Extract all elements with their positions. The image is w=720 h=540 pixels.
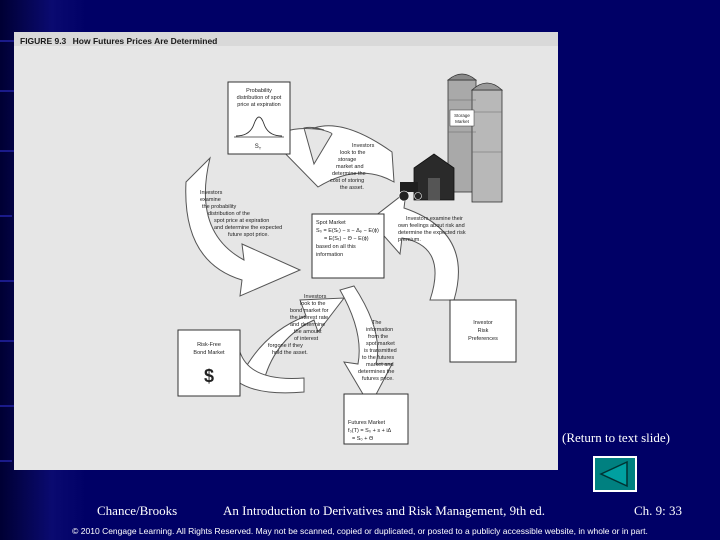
bond-text-8: forgone if they (268, 343, 303, 349)
transmitted-text-2: information (366, 327, 393, 333)
figure-title: FIGURE 9.3 How Futures Prices Are Determ… (20, 36, 217, 46)
strip-line (0, 460, 12, 462)
examine-text-6: and determine the expected (214, 225, 282, 231)
storage-text-4: market and (336, 164, 364, 170)
silo-left-dome (446, 73, 478, 81)
return-to-text-link[interactable]: (Return to text slide) (562, 430, 670, 445)
strip-line (0, 150, 22, 152)
probability-line-3: price at expiration (237, 102, 280, 108)
investor-risk-box (449, 299, 517, 363)
spot-market-title: Spot Market (316, 220, 346, 226)
strip-line (0, 40, 20, 42)
storage-text-5: determine the (332, 171, 366, 177)
transmitted-text-8: determines the (358, 369, 394, 375)
probability-axis-label: ST (255, 144, 262, 151)
examine-text-2: examine (200, 197, 221, 203)
bond-text-2: look to the (300, 301, 325, 307)
transmitted-text-7: market and (366, 362, 394, 368)
footer-chapter: Ch. 9: 33 (634, 503, 683, 518)
spot-market-box (311, 213, 385, 279)
dollar-sign-icon: $ (204, 366, 214, 386)
futures-market-title: Futures Market (348, 420, 385, 426)
strip-line (0, 405, 20, 407)
storage-label-box (449, 109, 475, 127)
storage-label-line-1: Storage (454, 113, 470, 118)
probability-box (227, 81, 291, 155)
left-triangle-icon (599, 460, 628, 488)
bond-text-9: hold the asset. (272, 350, 308, 356)
transmitted-text-6: to the futures (362, 355, 394, 361)
risk-text-3: determine the expected risk (398, 230, 466, 236)
storage-text-1: Investors (352, 143, 375, 149)
risk-free-bond-box (177, 329, 241, 397)
spot-market-line-4: based on all this (316, 244, 356, 250)
futures-market-eq-2: = S₀ + Θ (352, 436, 374, 442)
silo-right-dome (470, 82, 504, 91)
probability-line-1: Probability (246, 88, 272, 94)
storage-arrow (273, 125, 395, 188)
spot-market-eq-1: S₀ = E(Sₜ) − s − Δₚ − E(ϕ) (316, 228, 379, 234)
risk-text-4: premium. (398, 237, 421, 243)
futures-market-eq-1: f₀(T) = S₀ + s + iΔ (348, 428, 392, 434)
risk-arrow (369, 190, 459, 301)
risk-text-2: own feelings about risk and (398, 223, 465, 229)
figure-number: FIGURE 9.3 (20, 36, 67, 46)
strip-line (0, 280, 18, 282)
footer-book-title: An Introduction to Derivatives and Risk … (223, 503, 546, 518)
strip-line (0, 340, 16, 342)
tractor-body (400, 182, 418, 192)
bond-text-6: the amount (294, 329, 322, 335)
bond-text-3: bond market for (290, 308, 329, 314)
probability-curve (235, 116, 283, 137)
storage-text-3: storage (338, 157, 356, 163)
storage-text-6: cost of storing (330, 178, 364, 184)
examine-text-5: spot price at expiration (214, 218, 269, 224)
silo-right (471, 89, 503, 203)
barn (413, 153, 455, 201)
risk-free-line-1: Risk-Free (197, 342, 221, 348)
bond-text-1: Investors (304, 294, 327, 300)
spot-market-eq-2: = E(Sₜ) − Θ − E(ϕ) (324, 236, 369, 242)
spot-market-line-5: information (316, 252, 343, 258)
transmitted-text-1: The (372, 320, 381, 326)
strip-line (0, 90, 14, 92)
transmitted-text-5: is transmitted (364, 348, 397, 354)
figure-panel: FIGURE 9.3 How Futures Prices Are Determ… (14, 32, 558, 470)
probability-line-2: distribution of spot (237, 95, 282, 101)
back-button[interactable] (593, 456, 637, 492)
risk-free-line-2: Bond Market (193, 350, 225, 356)
strip-line (0, 215, 12, 217)
risk-text-1: Investors examine their (406, 216, 463, 222)
investor-risk-line-3: Preferences (468, 336, 498, 342)
examine-text-4: distribution of the (208, 211, 250, 217)
bond-text-7: of interest (294, 336, 319, 342)
storage-silo-illustration: Storage Market (398, 73, 504, 203)
transmitted-text-3: from the (368, 334, 388, 340)
examine-text-7: future spot price. (228, 232, 269, 238)
storage-label-line-2: Market (455, 119, 470, 124)
examine-text-1: Investors (200, 190, 223, 196)
investor-risk-line-2: Risk (478, 328, 489, 334)
figure-title-text: How Futures Prices Are Determined (72, 36, 218, 46)
bond-text-4: the interest rate (290, 315, 328, 321)
storage-text-7: the asset. (340, 185, 364, 191)
copyright-notice: © 2010 Cengage Learning. All Rights Rese… (72, 526, 648, 536)
transmitted-text-9: futures price. (362, 376, 394, 382)
transmitted-text-4: spot market (366, 341, 395, 347)
footer-author: Chance/Brooks (97, 503, 178, 518)
storage-text-2: look to the (340, 150, 365, 156)
examine-arrow (185, 156, 302, 297)
investor-risk-line-1: Investor (473, 320, 493, 326)
examine-text-3: the probability (202, 204, 236, 210)
bond-text-5: and determine (290, 322, 325, 328)
futures-market-box (343, 393, 409, 445)
tractor-wheel (414, 192, 422, 200)
futures-price-diagram: Probability distribution of spot price a… (177, 73, 517, 445)
bond-arrow (241, 297, 346, 381)
tractor-wheel (398, 190, 410, 202)
barn-door (428, 178, 440, 200)
